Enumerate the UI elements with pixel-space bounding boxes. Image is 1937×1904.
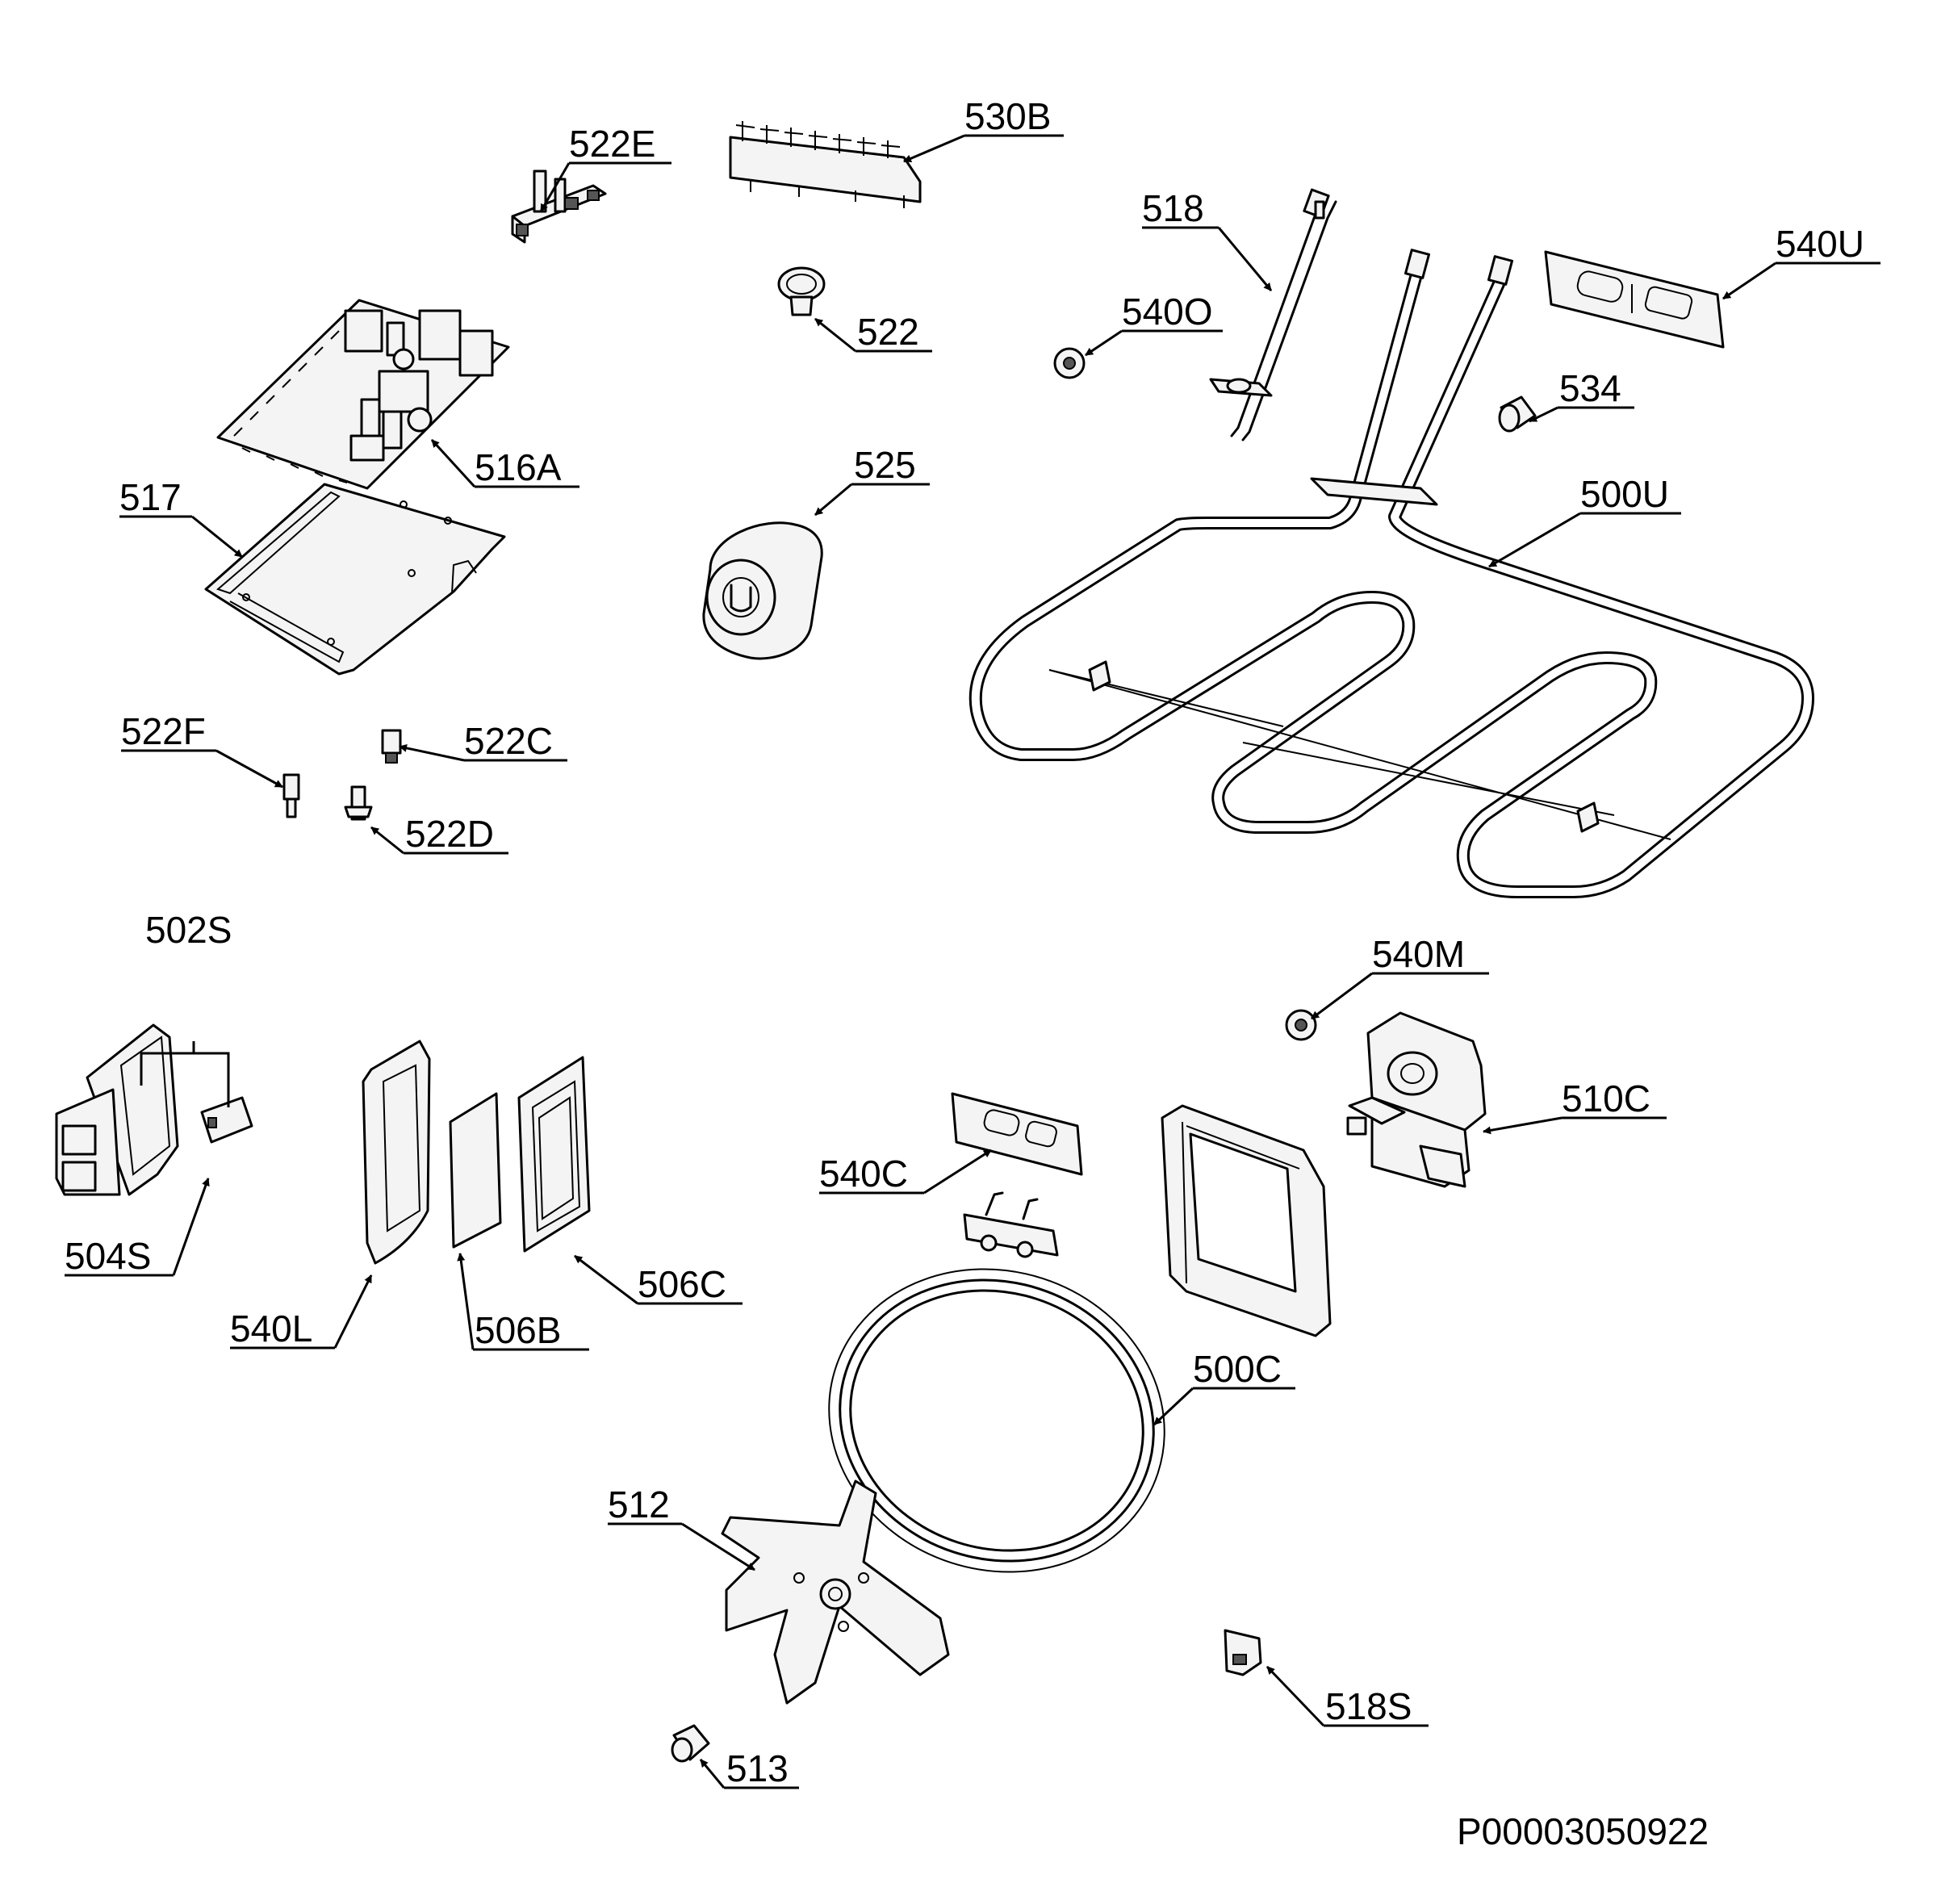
- part-540c-gasket: [951, 1092, 1083, 1176]
- label-540c: 540C: [819, 1153, 908, 1195]
- part-517-board-tray: [204, 483, 506, 676]
- label-522: 522: [857, 311, 919, 353]
- leader-lines: [65, 134, 1881, 1789]
- part-530b-connector-strip: [729, 121, 922, 208]
- part-534-lamp-cap: [1498, 395, 1537, 433]
- part-522-clip: [777, 266, 826, 316]
- part-540u-gasket-plate: [1544, 250, 1725, 349]
- label-518: 518: [1142, 187, 1204, 229]
- part-500c-circular-element: [828, 1191, 1165, 1573]
- part-506b-glass-panel: [449, 1092, 502, 1249]
- part-522d-fastener: [344, 785, 373, 821]
- label-540o: 540O: [1122, 291, 1213, 333]
- label-522c: 522C: [464, 720, 553, 762]
- part-fan-frame: [1161, 1104, 1332, 1337]
- part-540m-washer: [1285, 1009, 1317, 1041]
- label-517: 517: [119, 476, 182, 518]
- part-504s-lamp-socket: [200, 1096, 253, 1144]
- part-518s-thermostat-clip: [1224, 1629, 1262, 1676]
- label-500c: 500C: [1193, 1348, 1282, 1390]
- label-502s: 502S: [145, 909, 232, 951]
- part-510c-fan-motor: [1346, 1011, 1487, 1188]
- label-510c: 510C: [1562, 1078, 1650, 1119]
- label-506b: 506B: [475, 1309, 561, 1351]
- label-540m: 540M: [1372, 933, 1465, 975]
- label-530b: 530B: [964, 95, 1051, 137]
- label-506c: 506C: [638, 1263, 726, 1305]
- label-540l: 540L: [230, 1308, 312, 1350]
- part-518-temperature-sensor: [1209, 188, 1337, 441]
- drawing-code: P00003050922: [1457, 1810, 1709, 1852]
- label-522d: 522D: [405, 813, 494, 855]
- label-522e: 522E: [569, 123, 655, 165]
- label-522f: 522F: [121, 710, 206, 752]
- part-512-fan-blade: [721, 1479, 950, 1705]
- label-512: 512: [608, 1483, 670, 1525]
- label-534: 534: [1559, 367, 1621, 409]
- part-516a-control-board: [216, 299, 510, 490]
- label-540u: 540U: [1776, 223, 1864, 265]
- part-540l-gasket-frame: [362, 1040, 431, 1265]
- part-540o-washer: [1053, 347, 1086, 379]
- part-506c-glass-frame: [517, 1056, 591, 1253]
- part-525-motor-cover: [702, 521, 823, 660]
- part-522c-fastener: [381, 729, 402, 764]
- label-504s: 504S: [65, 1235, 151, 1277]
- part-502s-lamp-housing: [55, 1023, 179, 1196]
- label-518s: 518S: [1325, 1685, 1412, 1727]
- label-525: 525: [854, 444, 916, 486]
- part-500u-grill-element: [968, 249, 1814, 898]
- label-500u: 500U: [1580, 473, 1669, 515]
- part-522e-terminal-block: [511, 169, 607, 244]
- label-513: 513: [726, 1747, 789, 1789]
- part-522f-fastener: [282, 773, 300, 818]
- label-516a: 516A: [475, 446, 562, 488]
- part-513-nut: [671, 1724, 710, 1763]
